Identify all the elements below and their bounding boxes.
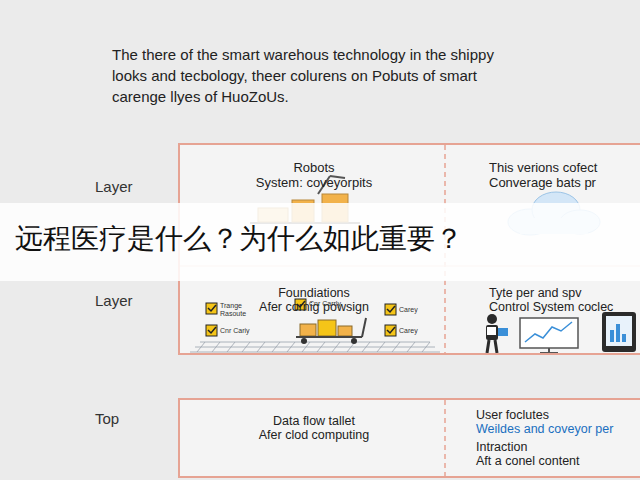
- cell-text: Intraction: [476, 440, 636, 454]
- cell-text: Afer cornig powsign: [214, 300, 414, 314]
- cell-text: Robots: [214, 161, 414, 176]
- icon-label: Carey: [399, 327, 439, 335]
- grid-line: [272, 342, 280, 352]
- cell-text: Aft a conel content: [476, 454, 636, 468]
- grid-line: [362, 342, 370, 352]
- cell-text: System: coveyorpits: [214, 176, 414, 191]
- cell-text: Foundiations: [214, 286, 414, 300]
- layer-panel: Data flow talletAfer clod computing User …: [178, 398, 640, 478]
- divider-line: [444, 400, 446, 476]
- grid-line: [422, 342, 430, 352]
- floor-grid: [190, 342, 440, 352]
- grid-line: [212, 342, 220, 352]
- cell-text: Afer clod computing: [214, 428, 414, 442]
- grid-line: [332, 342, 340, 352]
- grid-line: [317, 342, 325, 352]
- grid-line: [407, 342, 415, 352]
- layer-label: Layer: [95, 292, 155, 309]
- cell-text: Tyte per and spv: [489, 286, 639, 300]
- icon-label: Cnr Cariy: [220, 327, 264, 335]
- title: The there of the smart warehous technolo…: [112, 44, 522, 107]
- cell-text: This verions cofect: [489, 161, 639, 176]
- cell-text: Weildes and coveyor per: [476, 422, 636, 436]
- layer-label: Layer: [95, 178, 155, 195]
- icon-label: Carey: [399, 306, 439, 314]
- grid-line: [287, 342, 295, 352]
- panel-fill: [178, 398, 640, 478]
- person-figure: [486, 314, 508, 353]
- cell-text: User foclutes: [476, 408, 636, 422]
- cell-text: Control System coclec: [489, 300, 639, 314]
- grid-line: [257, 342, 265, 352]
- layer-label: Top: [95, 410, 155, 427]
- tablet-icon: [602, 312, 636, 352]
- icon-label: Trange Rasoute: [220, 302, 256, 318]
- grid-line: [197, 342, 205, 352]
- grid-line: [227, 342, 235, 352]
- grid-line: [377, 342, 385, 352]
- monitor-chart: [520, 318, 578, 353]
- cell-text: Data flow tallet: [214, 414, 414, 428]
- banner-text: 远程医疗是什么？为什么如此重要？: [15, 223, 630, 254]
- banner: 远程医疗是什么？为什么如此重要？: [0, 203, 640, 281]
- grid-line: [242, 342, 250, 352]
- floor-grid: [197, 342, 430, 352]
- cell-text: Converage bats pr: [489, 176, 639, 191]
- cart: [296, 318, 366, 344]
- grid-line: [392, 342, 400, 352]
